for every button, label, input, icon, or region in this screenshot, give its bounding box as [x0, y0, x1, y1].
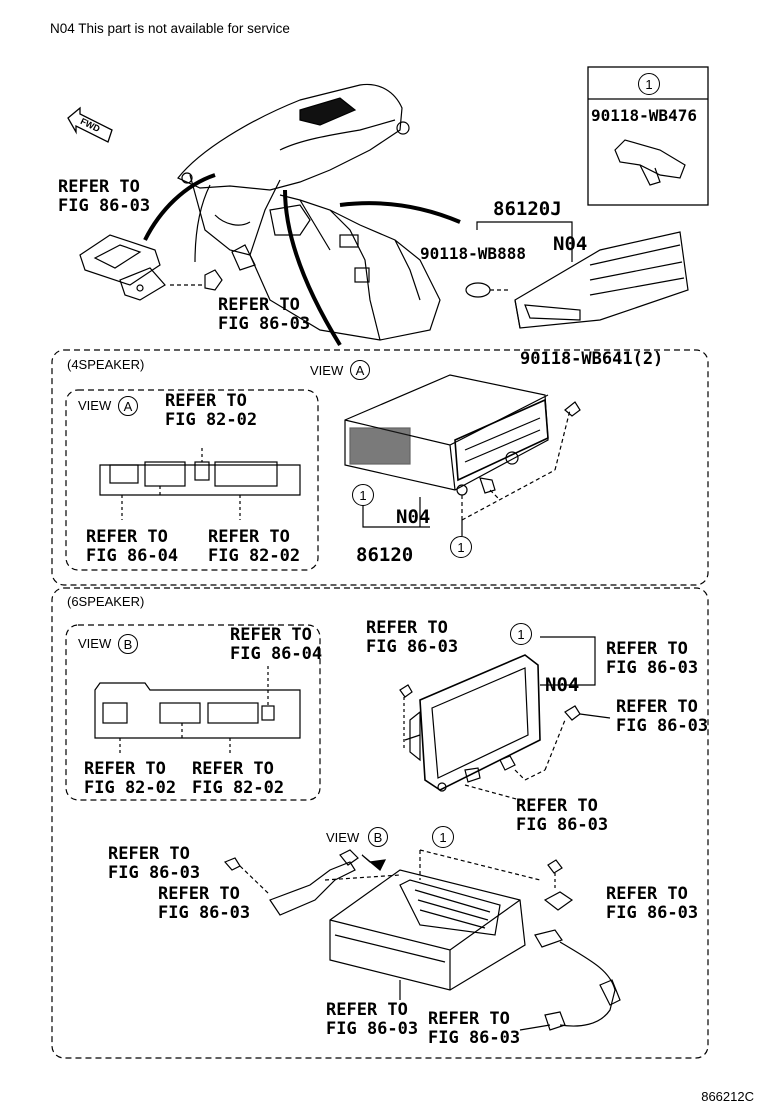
- refer-to-fig-82-02-view-a-top: REFER TO FIG 82-02: [165, 391, 258, 430]
- n04-4speaker: N04: [396, 506, 431, 528]
- fwd-arrow-icon: [67, 106, 113, 143]
- refer-to-fig-86-03-amp-right: REFER TO FIG 86-03: [606, 884, 699, 923]
- six-speaker-box: [51, 587, 709, 1059]
- refer-to-fig-86-03-amp-bottom: REFER TO FIG 86-03: [326, 1000, 419, 1039]
- view-a-circle: A: [350, 360, 370, 380]
- n04-display: N04: [545, 674, 580, 696]
- refer-to-fig-86-04-view-a: REFER TO FIG 86-04: [86, 527, 179, 566]
- refer-to-fig-86-03-display-right: REFER TO FIG 86-03: [606, 639, 699, 678]
- circle-1-4speaker-left: 1: [352, 484, 374, 506]
- part-86120: 86120: [356, 544, 414, 566]
- refer-to-fig-86-03-display-top: REFER TO FIG 86-03: [366, 618, 459, 657]
- refer-to-fig-86-03-top-left: REFER TO FIG 86-03: [58, 177, 151, 216]
- bracket-unit-drawing: [79, 234, 223, 301]
- view-a-inner-label: VIEW: [78, 398, 112, 413]
- circle-1-clip-box: 1: [638, 73, 660, 95]
- four-speaker-box: [51, 349, 709, 586]
- part-90118-wb476: 90118-WB476: [591, 106, 697, 125]
- view-a-connector-drawing: [99, 448, 301, 520]
- view-a-label: VIEW: [310, 363, 344, 378]
- refer-to-fig-86-03-display-screw: REFER TO FIG 86-03: [616, 697, 709, 736]
- radio-unit-top-drawing: [465, 231, 689, 329]
- clip-box: [587, 66, 709, 206]
- radio-unit-4speaker-drawing: [344, 374, 581, 521]
- view-b-connector-drawing: [94, 666, 301, 755]
- harness-drawing: [534, 929, 621, 1031]
- section-4speaker: (4SPEAKER): [67, 357, 145, 372]
- display-unit-drawing: [399, 654, 611, 801]
- refer-to-fig-82-02-view-b-right: REFER TO FIG 82-02: [192, 759, 285, 798]
- refer-to-fig-86-03-top-center: REFER TO FIG 86-03: [218, 295, 311, 334]
- figure-id: 866212C: [701, 1089, 754, 1104]
- section-6speaker: (6SPEAKER): [67, 594, 145, 609]
- refer-to-fig-86-03-harness: REFER TO FIG 86-03: [428, 1009, 521, 1048]
- circle-1-display: 1: [510, 623, 532, 645]
- refer-to-fig-86-03-display-bottom: REFER TO FIG 86-03: [516, 796, 609, 835]
- part-86120j: 86120J: [493, 198, 562, 220]
- refer-to-fig-86-03-amp-left-top: REFER TO FIG 86-03: [108, 844, 201, 883]
- refer-to-fig-86-03-amp-bracket: REFER TO FIG 86-03: [158, 884, 251, 923]
- view-b-circle: B: [368, 827, 388, 847]
- service-note: N04 This part is not available for servi…: [50, 21, 290, 36]
- view-b-label: VIEW: [326, 830, 360, 845]
- refer-to-fig-86-04-view-b: REFER TO FIG 86-04: [230, 625, 323, 664]
- refer-to-fig-82-02-view-b-left: REFER TO FIG 82-02: [84, 759, 177, 798]
- part-90118-wb641: 90118-WB641(2): [520, 349, 664, 369]
- amp-bracket-drawing: [223, 849, 359, 916]
- part-90118-wb888: 90118-WB888: [420, 244, 526, 263]
- refer-to-fig-82-02-view-a-bottom: REFER TO FIG 82-02: [208, 527, 301, 566]
- dashboard-drawing: [177, 83, 441, 341]
- amplifier-drawing: [324, 849, 541, 991]
- view-b-inner-circle: B: [118, 634, 138, 654]
- view-b-inner-label: VIEW: [78, 636, 112, 651]
- circle-1-amp: 1: [432, 826, 454, 848]
- n04-top: N04: [553, 233, 588, 255]
- view-a-inner-circle: A: [118, 396, 138, 416]
- circle-1-4speaker-right: 1: [450, 536, 472, 558]
